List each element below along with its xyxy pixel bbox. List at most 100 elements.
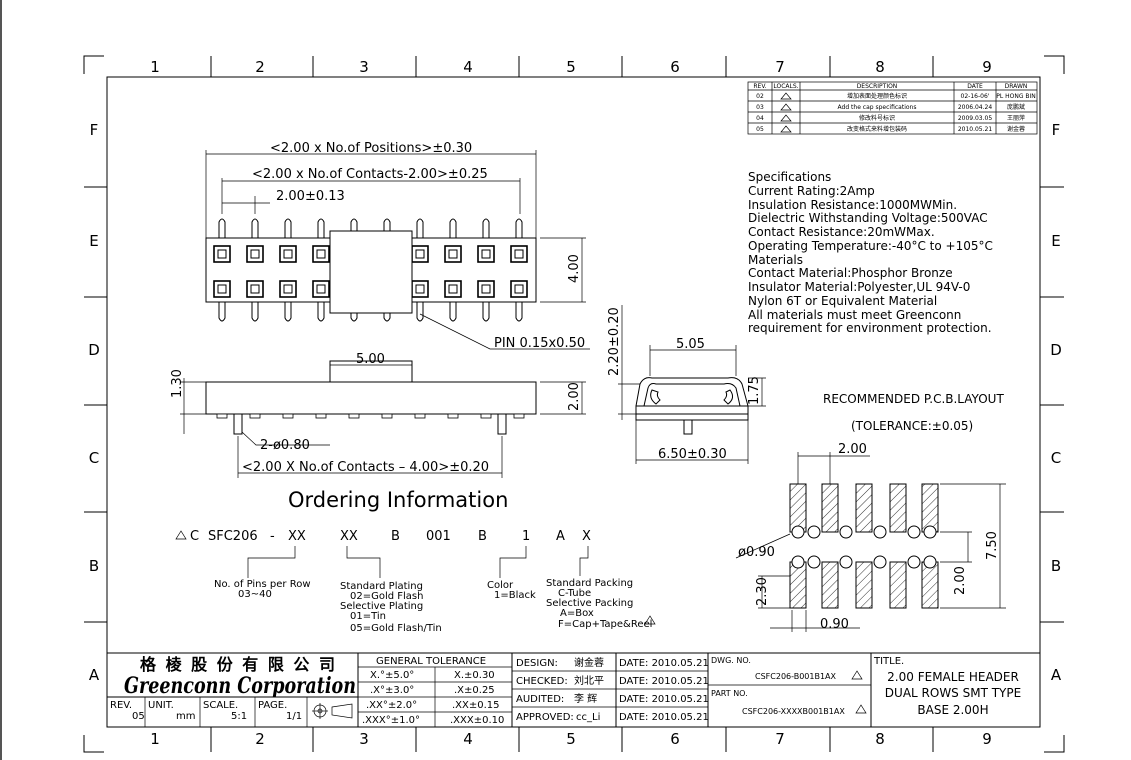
color-line: Color <box>487 580 514 591</box>
code-pins: XX <box>288 529 306 544</box>
col-label: 6 <box>670 58 680 76</box>
pcb-span: 7.50 <box>985 531 1000 560</box>
pin-bottom <box>449 302 457 322</box>
contact-cavity-inner <box>316 284 326 294</box>
dim-peg: 2-ø0.80 <box>260 438 310 453</box>
dim-pitch: 2.00±0.13 <box>276 189 345 204</box>
contact-cavity <box>213 280 231 298</box>
title-line: DUAL ROWS SMT TYPE <box>885 686 1021 700</box>
rev-cell: 修改料号标识 <box>859 114 895 122</box>
col-label: 7 <box>775 58 785 76</box>
pcb-hole <box>791 555 805 569</box>
dim-contacts: <2.00 x No.of Contacts-2.00>±0.25 <box>252 167 488 182</box>
pin-top <box>284 218 292 238</box>
code-series: SFC206 <box>208 529 258 544</box>
col-label: 9 <box>982 58 992 76</box>
col-label: 3 <box>359 58 369 76</box>
pcb-hole <box>923 525 937 539</box>
pcb-layout: RECOMMENDED P.C.B.LAYOUT (TOLERANCE:±0.0… <box>735 392 1006 632</box>
pins-label: No. of Pins per Row <box>214 579 311 590</box>
contact-cavity <box>246 245 264 263</box>
revision-triangle-icon <box>175 530 187 540</box>
pin-bottom <box>416 302 424 322</box>
pcb-hole <box>873 555 887 569</box>
pin-top <box>317 218 325 238</box>
revision-table: REV. LOCALS. DESCRIPTION DATE DRAWN 02 增… <box>747 81 1038 135</box>
row-label: D <box>1050 341 1062 359</box>
code-packing: X <box>582 529 591 544</box>
contact-cavity <box>444 245 462 263</box>
row-label: E <box>89 232 98 250</box>
contact-cavity <box>411 245 429 263</box>
dwg-number: CSFC206-B001B1AX <box>755 672 837 681</box>
pin-top <box>251 218 259 238</box>
tol-linear: .X±0.25 <box>454 685 495 696</box>
pcb-hole <box>923 555 937 569</box>
pcb-pad <box>821 483 839 533</box>
contact-cavity-inner <box>250 249 260 259</box>
spec-line: Specifications <box>748 170 831 184</box>
design-label: DESIGN: <box>516 658 558 669</box>
packing-line: Standard Packing <box>546 578 633 589</box>
dim-height: 4.00 <box>567 254 582 283</box>
rev-cell: 谢金蓉 <box>1007 125 1025 133</box>
audited-label: AUDITED: <box>516 694 564 705</box>
rev-cell: 2009.03.05 <box>958 115 993 122</box>
pcb-hole <box>907 555 921 569</box>
dim-contacts-2: <2.00 X No.of Contacts – 4.00>±0.20 <box>242 460 489 475</box>
spec-line: Insulation Resistance:1000MWMin. <box>748 198 957 212</box>
revision-triangle-icon <box>851 670 863 680</box>
rev-header: DESCRIPTION <box>857 83 898 90</box>
date-audited: DATE: 2010.05.21 <box>619 694 709 705</box>
ordering-title: Ordering Information <box>288 488 508 512</box>
pcb-pad <box>921 483 939 533</box>
title-block: 格 棱 股 份 有 限 公 司 Greenconn Corporation RE… <box>106 652 1041 728</box>
pin-bottom <box>317 302 325 322</box>
pin-top <box>482 218 490 238</box>
rev-cell: PL HONG BIN <box>996 93 1036 100</box>
date-checked: DATE: 2010.05.21 <box>619 676 709 687</box>
page-label: PAGE. <box>258 700 287 711</box>
col-label: 6 <box>670 730 680 748</box>
dim-end-bottom: 6.50±0.30 <box>658 447 727 462</box>
row-label: A <box>89 666 100 684</box>
side-pin <box>513 413 525 419</box>
pin-bottom <box>350 302 358 322</box>
dim-pin: PIN 0.15x0.50 <box>494 336 585 351</box>
pcb-hole: ø0.90 <box>738 545 775 560</box>
pcb-tolerance: (TOLERANCE:±0.05) <box>851 419 973 433</box>
side-view: 5.00 1.30 2.00 2-ø0.80 <2.00 X No.of Con… <box>170 352 586 478</box>
page-value: 1/1 <box>286 711 302 722</box>
pcb-row-gap: 2.00 <box>953 566 968 595</box>
contact-cavity <box>246 280 264 298</box>
row-label: B <box>1051 557 1061 575</box>
revision-triangle-icon <box>780 125 792 133</box>
col-label: 5 <box>566 730 576 748</box>
row-label: D <box>88 341 100 359</box>
part-label: PART NO. <box>711 689 748 698</box>
contact-cavity-inner <box>514 249 524 259</box>
projection-symbol-icon <box>312 703 353 719</box>
tol-angle: .XXX°±1.0° <box>362 715 420 726</box>
revision-triangle-icon <box>780 114 792 122</box>
rev-header: LOCALS. <box>773 83 798 90</box>
spec-line: Operating Temperature:-40°C to +105°C <box>748 239 993 253</box>
contact-cavity <box>213 245 231 263</box>
revision-triangle-icon <box>855 704 867 714</box>
side-pin <box>315 413 327 419</box>
rev-cell: 庞鹏斌 <box>1007 103 1025 111</box>
date-approved: DATE: 2010.05.21 <box>619 712 709 723</box>
side-pin <box>447 413 459 419</box>
contact-cavity-inner <box>514 284 524 294</box>
row-label: F <box>1052 121 1061 139</box>
contact-cavity <box>444 280 462 298</box>
col-label: 8 <box>875 58 885 76</box>
spec-line: Materials <box>748 253 803 267</box>
pcb-pad-len: 2.30 <box>755 577 770 606</box>
dim-cap-width: 5.00 <box>356 352 385 367</box>
pcb-hole <box>807 555 821 569</box>
contact-cavity <box>477 280 495 298</box>
pin-top <box>350 218 358 238</box>
col-label: 5 <box>566 58 576 76</box>
code-dash: - <box>270 529 275 544</box>
